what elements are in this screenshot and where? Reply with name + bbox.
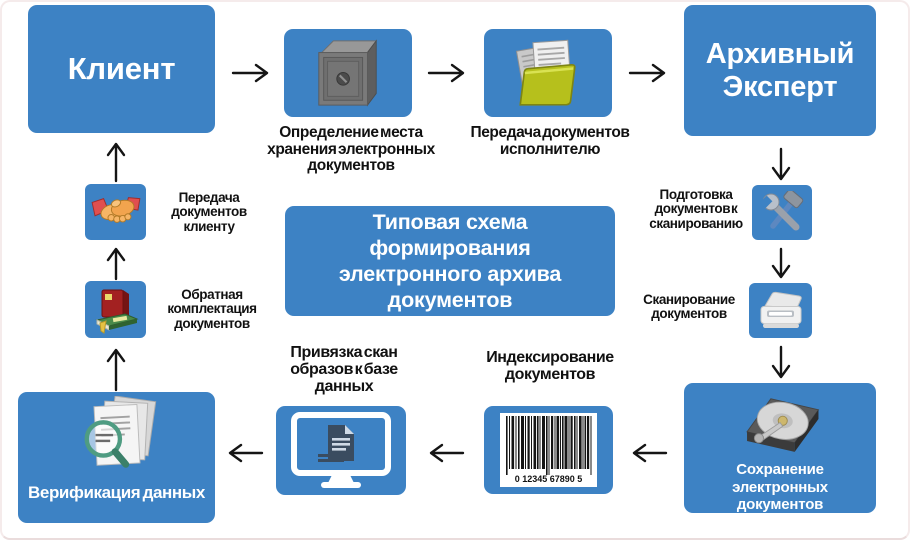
node-handover: [85, 184, 146, 240]
scanner-icon: [760, 291, 802, 328]
monitor-document-icon: [291, 411, 391, 488]
prepare-scanning-label: Подготовка документов к сканированию: [649, 187, 743, 231]
node-reassembly: [85, 281, 146, 338]
handshake-icon: [91, 197, 140, 223]
node-saving: Сохранение электронных документов: [684, 383, 876, 513]
define-storage-label: Определение места хранения электронных д…: [267, 124, 435, 175]
node-indexing: 0 12345 67890 5: [484, 406, 613, 494]
node-client: Клиент: [28, 5, 215, 133]
diagram-title-box: Типовая схема формирования электронного …: [285, 206, 615, 316]
reassembly-label: Обратная комплектация документов: [167, 287, 257, 331]
saving-label: Сохранение электронных документов: [732, 461, 828, 513]
handover-label: Передача документов клиенту: [171, 190, 247, 234]
diagram-title: Типовая схема формирования электронного …: [338, 209, 562, 313]
arrow-safe-to-folder: [427, 63, 465, 83]
arrow-client-to-safe: [231, 63, 269, 83]
safe-icon: [318, 39, 378, 107]
arrow-folder-to-expert: [628, 63, 666, 83]
node-prepare-scanning: [752, 185, 812, 240]
arrow-link-to-verify: [228, 443, 264, 463]
arrow-books-to-handshake: [106, 247, 126, 281]
node-transfer-executor: [484, 29, 612, 117]
scanning-label: Сканирование документов: [643, 292, 735, 322]
hard-drive-icon: [746, 398, 820, 452]
node-verification: Верификация данных: [18, 392, 215, 523]
arrow-handshake-to-client: [106, 142, 126, 183]
node-linking: [276, 406, 406, 495]
transfer-executor-label: Передача документов исполнителю: [470, 124, 630, 158]
linking-label: Привязка скан образов к базе данных: [290, 344, 398, 396]
client-label: Клиент: [67, 51, 176, 86]
verification-label: Верификация данных: [28, 483, 205, 502]
barcode-icon: 0 12345 67890 5: [500, 413, 597, 487]
arrow-expert-to-prepare: [771, 147, 791, 181]
barcode-digits: 0 12345 67890 5: [515, 474, 583, 484]
archive-expert-label: Архивный Эксперт: [705, 37, 855, 103]
arrow-index-to-link: [429, 443, 465, 463]
arrow-scan-to-save: [771, 345, 791, 379]
node-archive-expert: Архивный Эксперт: [684, 5, 876, 136]
books-icon: [95, 289, 139, 334]
open-folder-documents-icon: [515, 39, 576, 106]
hammer-wrench-icon: [760, 190, 804, 230]
node-define-storage: [284, 29, 412, 117]
documents-magnifier-icon: [84, 396, 156, 468]
node-scanning: [749, 283, 812, 338]
arrow-save-to-index: [632, 443, 668, 463]
arrow-verify-to-books: [106, 348, 126, 392]
indexing-label: Индексирование документов: [486, 349, 614, 384]
arrow-prepare-to-scan: [771, 247, 791, 279]
